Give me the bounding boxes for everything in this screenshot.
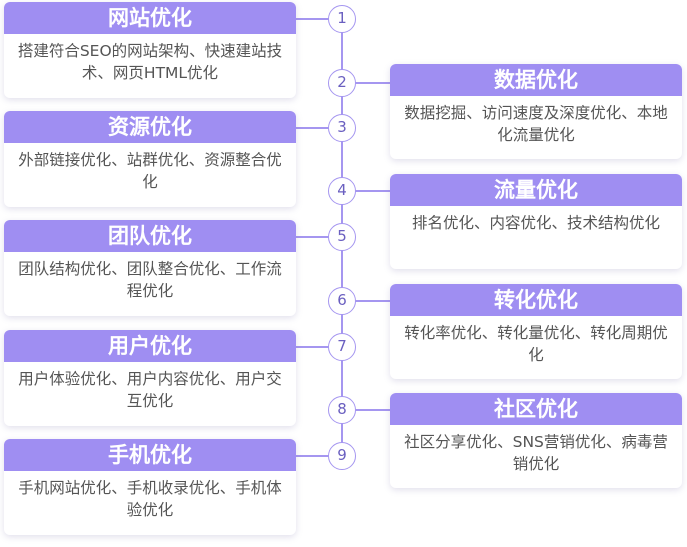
step-title: 用户优化 <box>4 330 296 362</box>
step-title: 手机优化 <box>4 439 296 471</box>
connector-6 <box>354 300 390 302</box>
step-title: 数据优化 <box>390 64 682 96</box>
step-card-2: 数据优化 数据挖掘、访问速度及深度优化、本地化流量优化 <box>390 64 682 159</box>
step-number-7: 7 <box>328 333 356 361</box>
step-description: 排名优化、内容优化、技术结构优化 <box>411 214 660 232</box>
connector-8 <box>354 409 390 411</box>
step-description: 用户体验优化、用户内容优化、用户交互优化 <box>18 370 282 410</box>
step-card-3: 资源优化 外部链接优化、站群优化、资源整合优化 <box>4 111 296 207</box>
step-card-7: 用户优化 用户体验优化、用户内容优化、用户交互优化 <box>4 330 296 426</box>
step-number-9: 9 <box>328 442 356 470</box>
connector-2 <box>354 82 390 84</box>
connector-4 <box>354 190 390 192</box>
step-card-1: 网站优化 搭建符合SEO的网站架构、快速建站技术、网页HTML优化 <box>4 2 296 98</box>
step-number-4: 4 <box>328 177 356 205</box>
step-description: 搭建符合SEO的网站架构、快速建站技术、网页HTML优化 <box>17 42 283 82</box>
connector-9 <box>296 455 330 457</box>
step-description: 转化率优化、转化量优化、转化周期优化 <box>404 324 668 364</box>
step-description: 数据挖掘、访问速度及深度优化、本地化流量优化 <box>404 104 668 144</box>
connector-7 <box>296 346 330 348</box>
step-title: 网站优化 <box>4 2 296 34</box>
step-title: 流量优化 <box>390 174 682 206</box>
step-number-1: 1 <box>328 5 356 33</box>
step-card-5: 团队优化 团队结构优化、团队整合优化、工作流程优化 <box>4 220 296 316</box>
step-description: 外部链接优化、站群优化、资源整合优化 <box>18 151 282 191</box>
connector-3 <box>296 127 330 129</box>
step-number-5: 5 <box>328 223 356 251</box>
step-number-2: 2 <box>328 69 356 97</box>
step-number-6: 6 <box>328 287 356 315</box>
step-title: 转化优化 <box>390 284 682 316</box>
step-number-8: 8 <box>328 396 356 424</box>
step-title: 团队优化 <box>4 220 296 252</box>
step-number-3: 3 <box>328 114 356 142</box>
connector-5 <box>296 236 330 238</box>
step-description: 社区分享优化、SNS营销优化、病毒营销优化 <box>404 433 668 473</box>
step-description: 团队结构优化、团队整合优化、工作流程优化 <box>18 260 282 300</box>
step-title: 资源优化 <box>4 111 296 143</box>
step-description: 手机网站优化、手机收录优化、手机体验优化 <box>18 479 282 519</box>
connector-1 <box>296 18 330 20</box>
step-card-4: 流量优化 排名优化、内容优化、技术结构优化 <box>390 174 682 269</box>
step-title: 社区优化 <box>390 393 682 425</box>
step-card-9: 手机优化 手机网站优化、手机收录优化、手机体验优化 <box>4 439 296 535</box>
step-card-8: 社区优化 社区分享优化、SNS营销优化、病毒营销优化 <box>390 393 682 488</box>
step-card-6: 转化优化 转化率优化、转化量优化、转化周期优化 <box>390 284 682 379</box>
